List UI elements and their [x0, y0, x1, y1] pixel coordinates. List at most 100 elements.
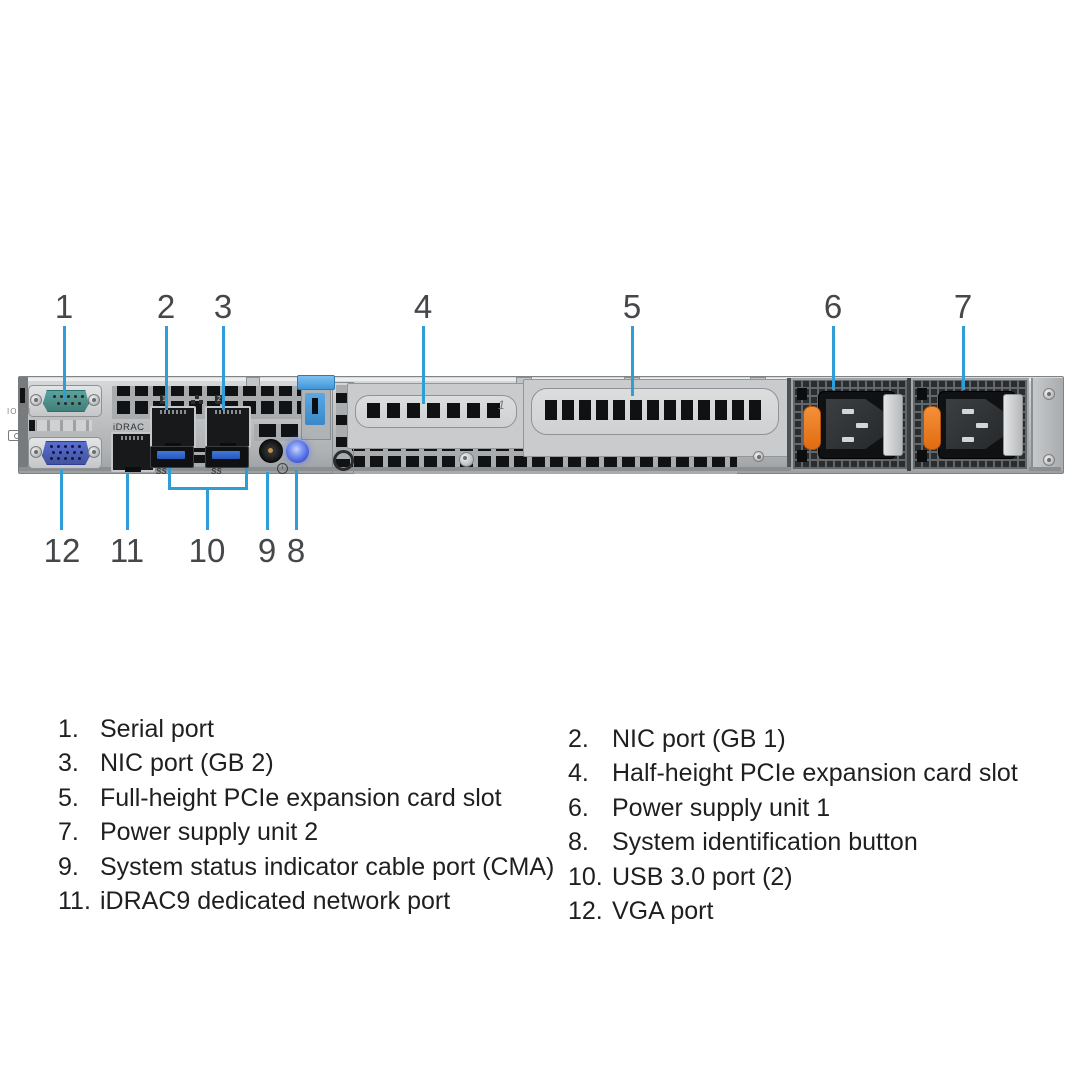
leader-line-6 — [832, 326, 835, 390]
legend-number: 12. — [568, 896, 603, 925]
legend-label: Full-height PCIe expansion card slot — [100, 783, 502, 812]
psu1-inlet-face — [826, 399, 884, 449]
chassis-left-edge — [18, 377, 28, 471]
leader-line-11 — [126, 474, 129, 530]
leader-line-1 — [63, 326, 66, 402]
leader-line-4 — [422, 326, 425, 404]
leader-line-12 — [60, 470, 63, 530]
screw — [753, 451, 764, 462]
legend-item-5: 5. Full-height PCIe expansion card slot — [58, 785, 563, 819]
riser-latch-tab — [297, 375, 335, 390]
legend-number: 5. — [58, 783, 79, 812]
legend-item-7: 7. Power supply unit 2 — [58, 819, 563, 853]
callout-9: 9 — [257, 532, 277, 569]
legend-item-1: 1. Serial port — [58, 716, 563, 750]
legend-label: Half-height PCIe expansion card slot — [612, 759, 1018, 788]
psu-vent-block — [797, 388, 807, 400]
callout-4: 4 — [413, 288, 433, 325]
leader-line-10-left — [168, 468, 171, 489]
vga-icon — [8, 430, 27, 441]
callout-8: 8 — [286, 532, 306, 569]
legend-label: VGA port — [612, 896, 714, 925]
idrac-network-port — [111, 432, 155, 472]
legend-number: 11. — [58, 886, 91, 915]
riser-number-mark: 1 — [498, 398, 505, 412]
vent-slots-under-serial — [36, 420, 92, 431]
inlet-pin — [842, 437, 854, 442]
legend-label: System status indicator cable port (CMA) — [100, 852, 555, 881]
usb-port-2 — [205, 446, 249, 468]
serial-port-pins — [53, 395, 56, 398]
round-hole — [333, 450, 354, 471]
nic-port-gb1 — [150, 406, 196, 448]
vent-notch — [29, 420, 35, 431]
callout-11: 11 — [109, 532, 145, 569]
leader-line-10-stem — [206, 487, 209, 530]
nic-port-gb2 — [205, 406, 251, 448]
leader-line-3 — [222, 326, 225, 410]
legend-label: USB 3.0 port (2) — [612, 862, 793, 891]
idrac-label: iDRAC — [113, 422, 145, 433]
legend-number: 4. — [568, 759, 589, 788]
info-icon: i — [277, 463, 288, 474]
legend-number: 7. — [58, 818, 79, 847]
psu2-release-tab — [1003, 394, 1023, 456]
legend-left-column: 1. Serial port 3. NIC port (GB 2) 5. Ful… — [58, 716, 563, 922]
vent-grid-mini — [254, 424, 298, 441]
inlet-pin — [962, 437, 974, 442]
legend-item-4: 4. Half-height PCIe expansion card slot — [568, 760, 1073, 794]
leader-line-8 — [295, 470, 298, 530]
legend-label: Serial port — [100, 715, 214, 743]
usb-ss-icon: SS — [211, 467, 222, 476]
chassis-left-notch — [20, 388, 25, 403]
psu2-inlet-face — [946, 399, 1004, 449]
legend-item-6: 6. Power supply unit 1 — [568, 795, 1073, 829]
legend-number: 10. — [568, 862, 603, 891]
inlet-pin — [856, 423, 868, 428]
legend-number: 1. — [58, 715, 79, 743]
screw-post — [88, 446, 100, 458]
psu-vent-block — [917, 388, 927, 400]
psu-divider — [907, 378, 911, 471]
legend-item-8: 8. System identification button — [568, 829, 1073, 863]
psu-divider — [787, 378, 791, 471]
serial-port-face — [43, 390, 89, 412]
legend-right-column: 2. NIC port (GB 1) 4. Half-height PCIe e… — [568, 726, 1073, 932]
psu1-orange-handle — [803, 406, 821, 450]
legend-label: NIC port (GB 2) — [100, 749, 274, 778]
leader-line-10-right — [245, 468, 248, 489]
screw — [1043, 388, 1055, 400]
vga-port-face — [42, 441, 90, 465]
callout-1: 1 — [54, 288, 74, 325]
psu-vent-block — [797, 450, 807, 462]
legend-number: 3. — [58, 749, 79, 778]
system-id-button — [286, 440, 309, 463]
legend-number: 9. — [58, 852, 79, 881]
usb-ss-icon: SS — [156, 467, 167, 476]
leader-line-2 — [165, 326, 168, 410]
inlet-pin — [976, 423, 988, 428]
nic2-mark: 2 — [215, 395, 223, 404]
legend-item-2: 2. NIC port (GB 1) — [568, 726, 1073, 760]
legend-number: 8. — [568, 828, 589, 857]
screw — [1043, 454, 1055, 466]
callout-6: 6 — [823, 288, 843, 325]
legend-label: Power supply unit 2 — [100, 818, 319, 847]
screw-post — [30, 394, 42, 406]
legend-item-12: 12. VGA port — [568, 898, 1073, 932]
screw-post — [30, 446, 42, 458]
vent-between-usb — [194, 448, 205, 466]
nic1-mark: 1 — [160, 395, 168, 404]
callout-10: 10 — [188, 532, 226, 569]
callout-7: 7 — [953, 288, 973, 325]
vga-icon-dot — [14, 432, 20, 439]
legend-label: System identification button — [612, 828, 918, 857]
legend-item-3: 3. NIC port (GB 2) — [58, 750, 563, 784]
usb-port-1 — [150, 446, 194, 468]
callout-2: 2 — [156, 288, 176, 325]
callout-12: 12 — [43, 532, 81, 569]
network-icon — [195, 395, 199, 399]
legend-label: iDRAC9 dedicated network port — [100, 886, 451, 915]
callout-5: 5 — [622, 288, 642, 325]
legend-number: 2. — [568, 725, 589, 753]
